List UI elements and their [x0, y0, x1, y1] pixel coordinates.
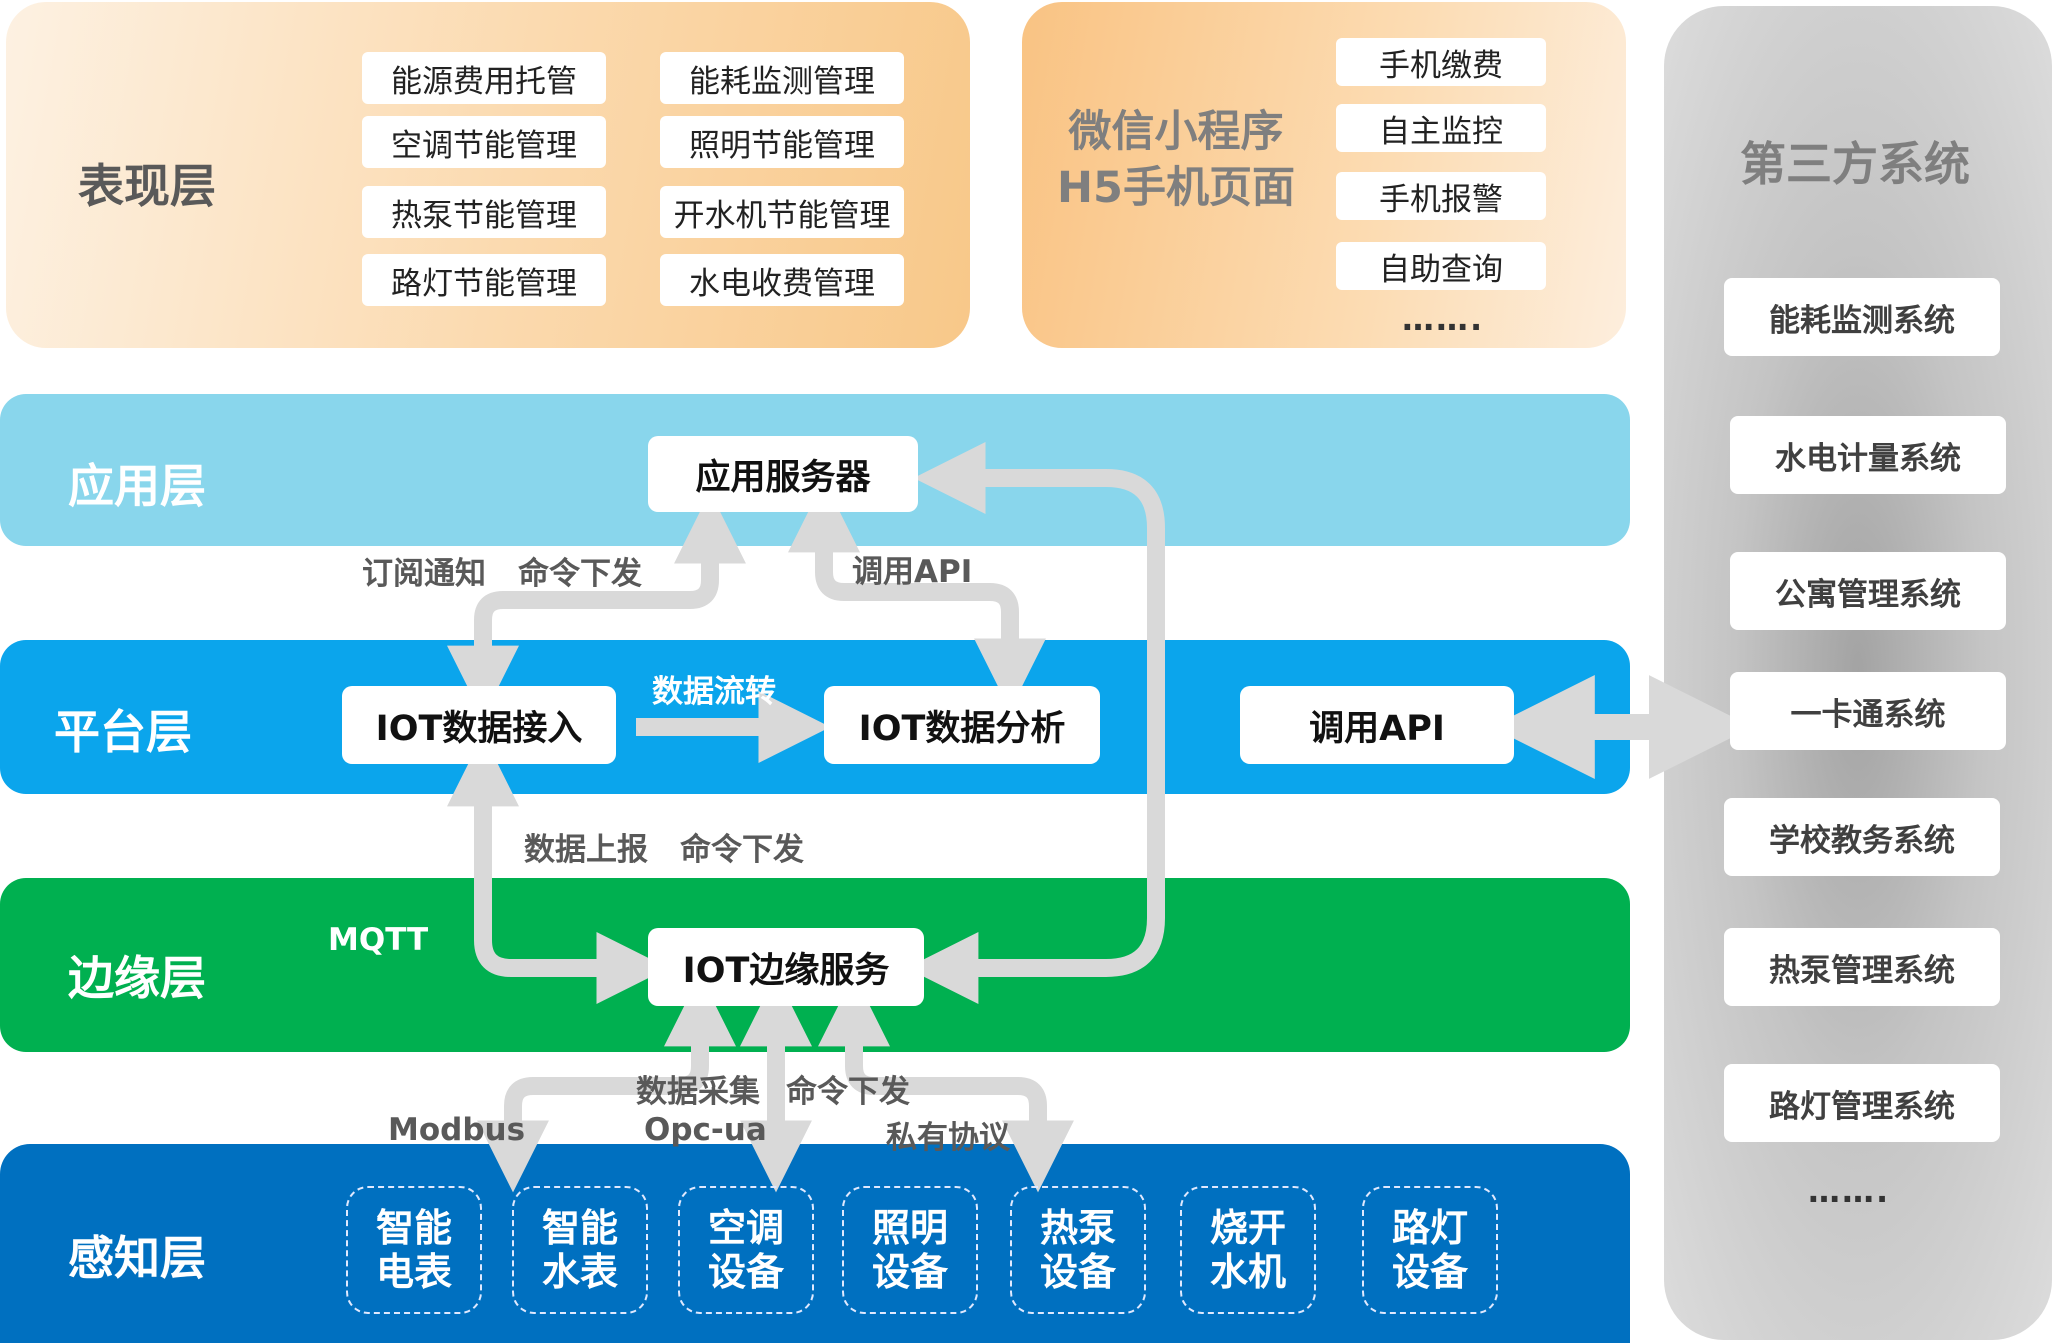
- device-water-boiler: 烧开 水机: [1180, 1186, 1316, 1314]
- device-line1: 智能: [541, 1206, 618, 1250]
- label-subscribe: 订阅通知: [362, 556, 486, 592]
- third-item-streetlight: 路灯管理系统: [1724, 1064, 2000, 1142]
- presentation-layer-title: 表现层: [78, 159, 216, 213]
- pres-item-utility-billing: 水电收费管理: [660, 254, 904, 306]
- pres-item-lighting-saving: 照明节能管理: [660, 116, 904, 168]
- third-item-heatpump: 热泵管理系统: [1724, 928, 2000, 1006]
- device-lighting: 照明 设备: [842, 1186, 978, 1314]
- device-line2: 设备: [1391, 1250, 1468, 1294]
- device-line1: 热泵: [1039, 1206, 1116, 1250]
- device-line1: 照明: [871, 1206, 948, 1250]
- device-smart-electric-meter: 智能 电表: [346, 1186, 482, 1314]
- device-line1: 路灯: [1391, 1206, 1468, 1250]
- iot-edge-service-node: IOT边缘服务: [648, 928, 924, 1006]
- pres-item-ac-saving: 空调节能管理: [362, 116, 606, 168]
- third-item-apartment: 公寓管理系统: [1730, 552, 2006, 630]
- device-line2: 水机: [1209, 1250, 1286, 1294]
- pres-item-streetlight-saving: 路灯节能管理: [362, 254, 606, 306]
- platform-call-api-node: 调用API: [1240, 686, 1514, 764]
- device-line2: 设备: [1039, 1250, 1116, 1294]
- mobile-more-ellipsis: …….: [1402, 300, 1485, 338]
- label-private-protocol: 私有协议: [886, 1120, 1010, 1156]
- mobile-item-query: 自助查询: [1336, 242, 1546, 290]
- device-smart-water-meter: 智能 水表: [512, 1186, 648, 1314]
- application-layer-title: 应用层: [68, 459, 206, 513]
- device-line2: 水表: [541, 1250, 618, 1294]
- third-item-energy-monitor: 能耗监测系统: [1724, 278, 2000, 356]
- label-command-down-1: 命令下发: [518, 556, 642, 592]
- platform-layer-title: 平台层: [54, 705, 192, 759]
- pres-item-energy-cost: 能源费用托管: [362, 52, 606, 104]
- pres-item-boiler-saving: 开水机节能管理: [660, 186, 904, 238]
- label-opcua: Opc-ua: [644, 1112, 767, 1148]
- third-party-title: 第三方系统: [1740, 137, 1970, 191]
- device-line2: 设备: [871, 1250, 948, 1294]
- label-modbus: Modbus: [388, 1112, 526, 1148]
- label-command-down-3: 命令下发: [786, 1074, 910, 1110]
- pres-item-heatpump-saving: 热泵节能管理: [362, 186, 606, 238]
- sensing-layer-title: 感知层: [68, 1231, 206, 1285]
- mobile-item-monitor: 自主监控: [1336, 104, 1546, 152]
- device-heat-pump: 热泵 设备: [1010, 1186, 1146, 1314]
- application-server-node: 应用服务器: [648, 436, 918, 512]
- device-line1: 智能: [375, 1206, 452, 1250]
- device-street-light: 路灯 设备: [1362, 1186, 1498, 1314]
- third-item-campus-card: 一卡通系统: [1730, 672, 2006, 750]
- label-data-flow: 数据流转: [652, 674, 776, 710]
- edge-layer-title: 边缘层: [68, 951, 206, 1005]
- mobile-title-line2: H5手机页面: [1057, 163, 1295, 213]
- iot-data-analysis-node: IOT数据分析: [824, 686, 1100, 764]
- label-call-api: 调用API: [852, 554, 973, 590]
- device-air-conditioner: 空调 设备: [678, 1186, 814, 1314]
- pres-item-energy-monitor: 能耗监测管理: [660, 52, 904, 104]
- sensing-layer-band: [0, 1144, 1630, 1343]
- third-party-more-ellipsis: …….: [1808, 1172, 1891, 1210]
- mobile-pages-title: 微信小程序 H5手机页面: [1054, 104, 1298, 216]
- device-line2: 设备: [707, 1250, 784, 1294]
- device-line1: 空调: [707, 1206, 784, 1250]
- device-line2: 电表: [375, 1250, 452, 1294]
- label-data-report: 数据上报: [524, 832, 648, 868]
- mobile-item-pay: 手机缴费: [1336, 38, 1546, 86]
- third-item-school-affairs: 学校教务系统: [1724, 798, 2000, 876]
- device-line1: 烧开: [1209, 1206, 1286, 1250]
- label-mqtt: MQTT: [328, 922, 429, 958]
- iot-data-access-node: IOT数据接入: [342, 686, 616, 764]
- label-data-collect: 数据采集: [636, 1074, 760, 1110]
- mobile-item-alarm: 手机报警: [1336, 172, 1546, 220]
- mobile-title-line1: 微信小程序: [1068, 107, 1284, 157]
- label-command-down-2: 命令下发: [680, 832, 804, 868]
- third-item-utility-metering: 水电计量系统: [1730, 416, 2006, 494]
